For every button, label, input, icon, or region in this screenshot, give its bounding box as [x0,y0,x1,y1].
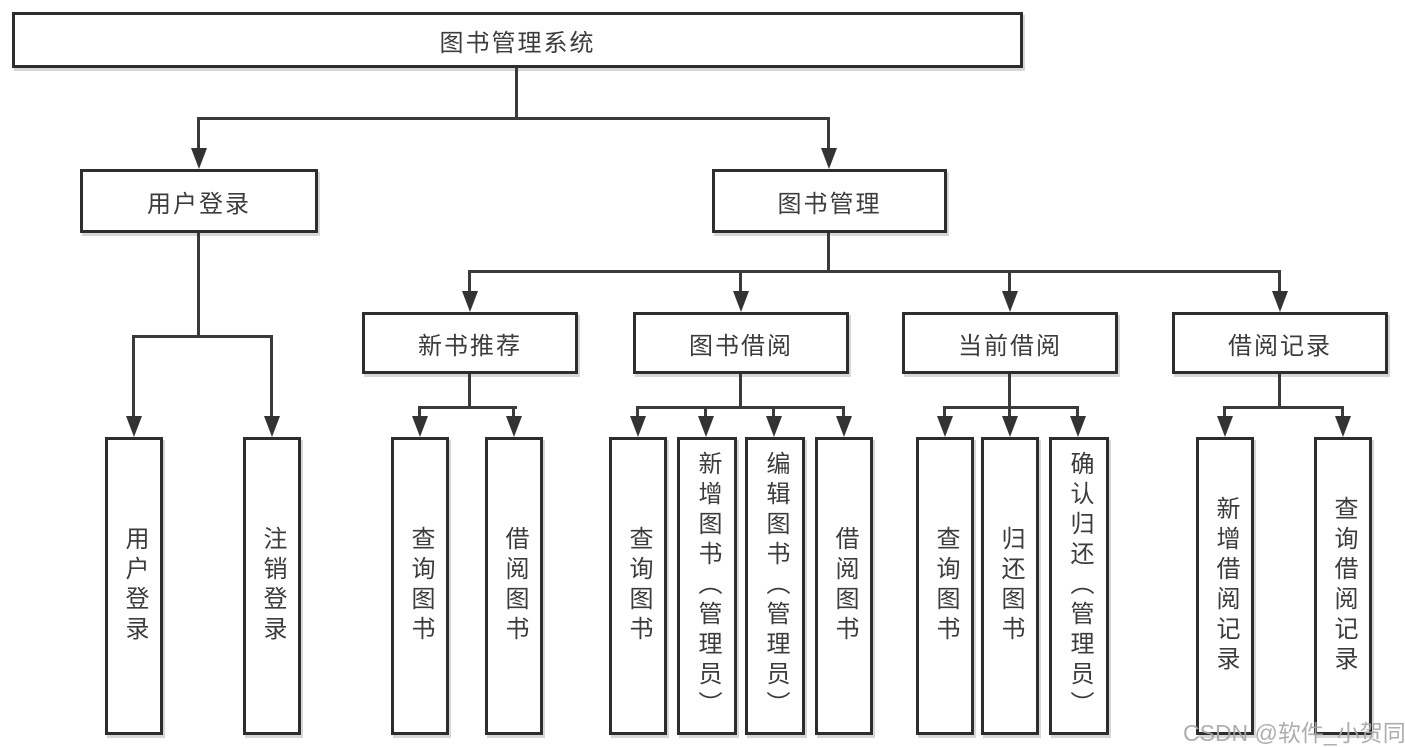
connector-line [739,270,742,293]
node-current-borrowing: 当前借阅 [902,312,1118,374]
arrow-down-icon [937,416,953,437]
leaf-query-books-borrow: 查询图书 [609,437,667,735]
node-label: 编辑图书（管理员） [762,451,789,721]
connector-line [1223,406,1226,418]
connector-line [827,118,830,149]
node-label: 借阅图书 [831,526,858,646]
connector-line [197,118,200,149]
node-label: 新书推荐 [418,332,522,360]
arrow-down-icon [264,416,280,437]
node-label: 查询借阅记录 [1330,496,1357,676]
connector-line [827,233,830,273]
leaf-borrow-books-recommend: 借阅图书 [485,437,543,735]
leaf-query-borrow-record: 查询借阅记录 [1314,437,1372,735]
arrow-down-icon [1002,291,1018,312]
connector-line [468,270,1281,273]
node-label: 当前借阅 [958,332,1062,360]
connector-line [132,335,273,338]
arrow-down-icon [462,291,478,312]
arrow-down-icon [733,291,749,312]
connector-line [197,233,200,336]
connector-line [1278,374,1281,409]
node-label: 确认归还（管理员） [1066,451,1093,721]
arrow-down-icon [1272,291,1288,312]
leaf-logout: 注销登录 [243,437,301,735]
leaf-borrow-books: 借阅图书 [815,437,873,735]
arrow-down-icon [698,416,714,437]
connector-line [1008,406,1011,418]
arrow-down-icon [1002,416,1018,437]
node-borrowing-records: 借阅记录 [1172,312,1388,374]
connector-line [943,406,1079,409]
node-label: 查询图书 [625,526,652,646]
arrow-down-icon [766,416,782,437]
connector-line [512,406,515,418]
node-new-book-recommendation: 新书推荐 [362,312,578,374]
connector-line [842,406,845,418]
leaf-edit-books-admin: 编辑图书（管理员） [745,437,805,735]
connector-line [739,374,742,409]
connector-line [1278,270,1281,293]
arrow-down-icon [1070,416,1086,437]
leaf-confirm-return-admin: 确认归还（管理员） [1049,437,1109,735]
connector-line [270,335,273,417]
connector-line [515,68,518,118]
arrow-down-icon [506,416,522,437]
node-label: 用户登录 [121,526,148,646]
node-label: 借阅记录 [1228,332,1332,360]
connector-line [132,335,135,417]
connector-line [943,406,946,418]
node-label: 用户登录 [147,190,251,218]
arrow-down-icon [1217,416,1233,437]
node-label: 归还图书 [997,526,1024,646]
connector-line [1008,270,1011,293]
node-user-login: 用户登录 [80,169,318,233]
connector-line [418,406,517,409]
node-book-management: 图书管理 [712,169,947,233]
node-label: 图书管理 [777,190,882,218]
node-label: 新增图书（管理员） [694,451,721,721]
node-book-borrowing: 图书借阅 [633,312,849,374]
arrow-down-icon [412,416,428,437]
connector-line [636,406,639,418]
leaf-user-login: 用户登录 [105,437,163,735]
arrow-down-icon [191,148,207,169]
leaf-return-books: 归还图书 [981,437,1039,735]
node-label: 查询图书 [932,526,959,646]
node-label: 借阅图书 [501,526,528,646]
node-label: 图书管理系统 [439,29,596,57]
arrow-down-icon [630,416,646,437]
leaf-add-borrow-record: 新增借阅记录 [1196,437,1254,735]
node-label: 新增借阅记录 [1212,496,1239,676]
connector-line [1076,406,1079,418]
connector-line [1008,374,1011,409]
leaf-query-books-recommend: 查询图书 [391,437,449,735]
csdn-watermark: CSDN @软件_小贺同学 [1183,720,1405,746]
connector-line [468,374,471,409]
node-label: 注销登录 [259,526,286,646]
node-label: 查询图书 [407,526,434,646]
connector-line [197,117,830,120]
node-label: 图书借阅 [689,332,793,360]
connector-line [772,406,775,418]
arrow-down-icon [821,148,837,169]
leaf-query-books-current: 查询图书 [916,437,974,735]
connector-line [704,406,707,418]
connector-line [1341,406,1344,418]
connector-line [636,406,845,409]
arrow-down-icon [1335,416,1351,437]
node-library-management-system: 图书管理系统 [12,12,1023,68]
connector-line [468,270,471,293]
arrow-down-icon [836,416,852,437]
connector-line [1223,406,1344,409]
arrow-down-icon [126,416,142,437]
leaf-add-books-admin: 新增图书（管理员） [677,437,737,735]
connector-line [418,406,421,418]
